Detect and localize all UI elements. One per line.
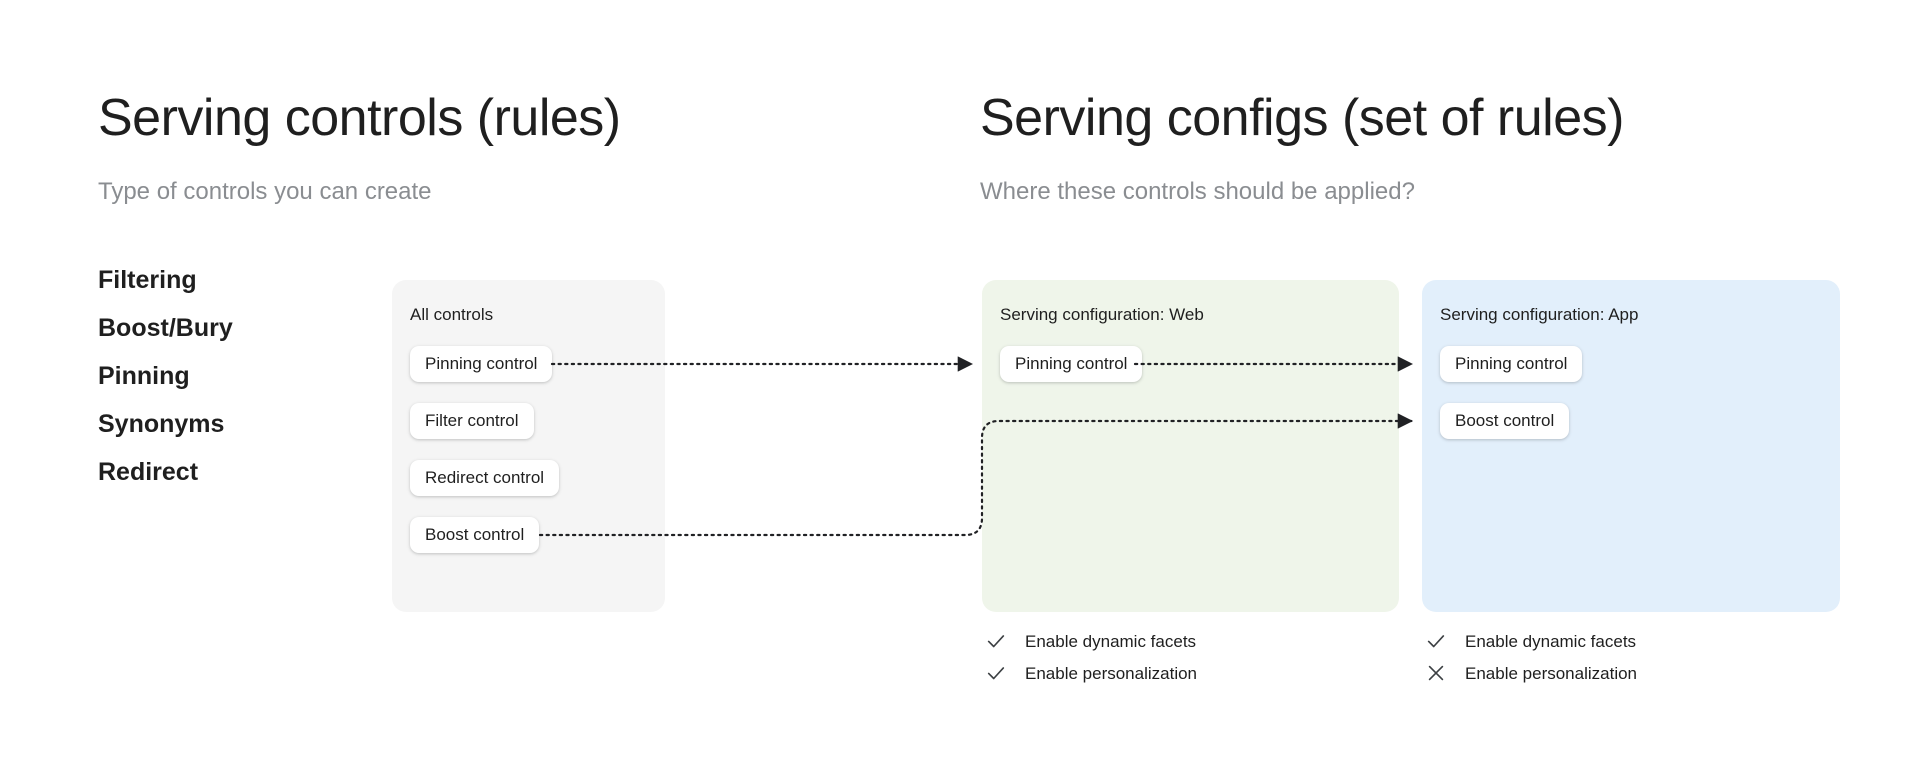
flag-row-enable-personalization[interactable]: Enable personalization [1425,657,1637,689]
check-icon [987,667,1005,680]
control-types-list: Filtering Boost/Bury Pinning Synonyms Re… [98,268,358,508]
card-title-serving-configuration-web: Serving configuration: Web [1000,305,1204,324]
page-title-serving-controls: Serving controls (rules) [98,89,621,147]
card-title-all-controls: All controls [410,305,494,324]
control-type-item: Pinning [98,362,190,390]
control-type-item: Filtering [98,266,197,294]
card-serving-configuration-app: Serving configuration: App Pinning contr… [1422,280,1840,612]
chip-redirect-control[interactable]: Redirect control [410,460,560,496]
check-icon [1427,635,1445,648]
chip-pinning-control[interactable]: Pinning control [1000,346,1143,382]
flag-row-enable-dynamic-facets[interactable]: Enable dynamic facets [1425,625,1637,657]
chip-pinning-control[interactable]: Pinning control [410,346,553,382]
flag-row-enable-personalization[interactable]: Enable personalization [985,657,1197,689]
chip-boost-control[interactable]: Boost control [410,517,540,553]
card-all-controls: All controls Pinning control Filter cont… [392,280,665,612]
page-title-serving-configs: Serving configs (set of rules) [980,89,1624,147]
control-type-item: Synonyms [98,410,225,438]
close-icon [1428,665,1444,681]
flag-label: Enable personalization [1025,663,1198,683]
control-type-item: Boost/Bury [98,314,233,342]
chip-pinning-control[interactable]: Pinning control [1440,346,1583,382]
check-icon [987,635,1005,648]
flag-label: Enable personalization [1465,663,1638,683]
card-serving-configuration-web: Serving configuration: Web Pinning contr… [982,280,1399,612]
control-type-item: Redirect [98,458,199,486]
page-subtitle-serving-controls: Type of controls you can create [98,178,432,205]
flags-list-web: Enable dynamic facets Enable personaliza… [985,625,1197,689]
flag-row-enable-dynamic-facets[interactable]: Enable dynamic facets [985,625,1197,657]
page-subtitle-serving-configs: Where these controls should be applied? [980,178,1415,205]
flag-label: Enable dynamic facets [1025,631,1197,651]
chip-boost-control[interactable]: Boost control [1440,403,1570,439]
flags-list-app: Enable dynamic facets Enable personaliza… [1425,625,1637,689]
card-title-serving-configuration-app: Serving configuration: App [1440,305,1639,324]
flag-label: Enable dynamic facets [1465,631,1637,651]
chip-filter-control[interactable]: Filter control [410,403,534,439]
